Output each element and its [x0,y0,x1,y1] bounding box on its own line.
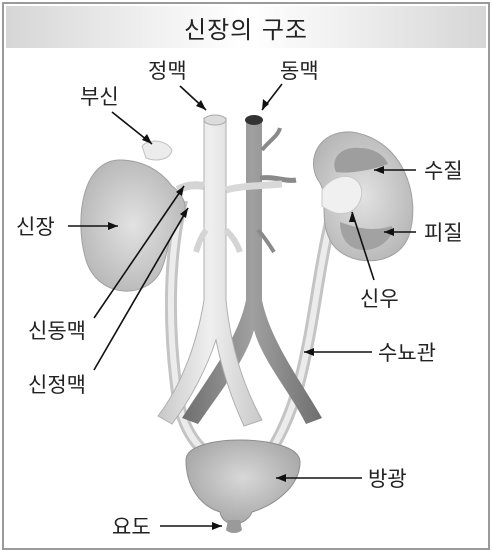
label-urethra: 요도 [112,515,151,539]
label-renal-artery: 신동맥 [28,319,86,343]
label-kidney: 신장 [16,215,55,239]
label-ureter: 수뇨관 [378,341,436,365]
label-renal-pelvis: 신우 [360,287,399,311]
artery-branch-right [260,178,296,181]
left-adrenal [142,141,172,160]
artery-opening [245,115,263,125]
label-bladder: 방광 [368,467,407,491]
label-vein: 정맥 [148,59,187,83]
bladder [186,440,300,524]
urethra [226,520,242,533]
label-medulla: 수질 [424,159,463,183]
vein-opening [204,115,226,125]
vein-branch-right [226,184,282,190]
label-cortex: 피질 [424,221,463,245]
label-adrenal: 부신 [80,85,119,109]
label-artery: 동맥 [280,59,319,83]
label-renal-vein: 신정맥 [28,373,86,397]
